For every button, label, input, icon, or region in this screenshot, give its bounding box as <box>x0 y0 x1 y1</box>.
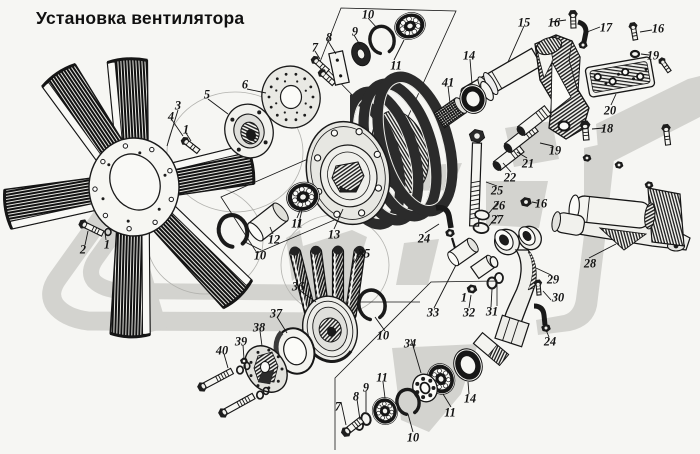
svg-text:19: 19 <box>647 49 659 63</box>
svg-text:36: 36 <box>291 280 305 294</box>
svg-text:8: 8 <box>353 390 359 404</box>
svg-text:38: 38 <box>252 321 265 335</box>
svg-text:6: 6 <box>242 78 249 92</box>
svg-text:14: 14 <box>463 49 475 63</box>
svg-text:14: 14 <box>464 392 476 406</box>
svg-text:7: 7 <box>335 400 342 414</box>
svg-text:5: 5 <box>204 88 210 102</box>
svg-text:16: 16 <box>652 22 665 36</box>
svg-text:1: 1 <box>104 238 110 252</box>
svg-text:1: 1 <box>461 291 467 305</box>
svg-text:30: 30 <box>551 291 564 305</box>
svg-text:11: 11 <box>444 406 456 420</box>
svg-text:22: 22 <box>503 171 516 185</box>
svg-text:7: 7 <box>312 41 319 55</box>
svg-text:27: 27 <box>490 213 504 227</box>
svg-text:40: 40 <box>215 344 228 358</box>
svg-text:15: 15 <box>518 16 530 30</box>
svg-text:10: 10 <box>254 249 266 263</box>
svg-text:29: 29 <box>546 273 559 287</box>
svg-text:11: 11 <box>390 59 402 73</box>
svg-text:4: 4 <box>167 110 174 124</box>
svg-text:21: 21 <box>521 157 534 171</box>
svg-text:24: 24 <box>543 335 556 349</box>
svg-text:33: 33 <box>426 306 439 320</box>
svg-text:11: 11 <box>376 371 388 385</box>
svg-text:31: 31 <box>485 305 498 319</box>
svg-text:39: 39 <box>234 335 247 349</box>
svg-text:16: 16 <box>548 16 561 30</box>
svg-text:37: 37 <box>269 307 283 321</box>
svg-text:28: 28 <box>583 257 596 271</box>
svg-text:24: 24 <box>417 232 430 246</box>
svg-text:10: 10 <box>362 8 374 22</box>
svg-text:32: 32 <box>462 306 475 320</box>
svg-text:8: 8 <box>326 31 332 45</box>
svg-text:9: 9 <box>363 381 369 395</box>
svg-text:35: 35 <box>357 247 370 261</box>
svg-text:11: 11 <box>291 217 303 231</box>
svg-text:20: 20 <box>603 104 616 118</box>
svg-text:10: 10 <box>407 431 419 445</box>
svg-text:26: 26 <box>492 199 506 213</box>
svg-text:17: 17 <box>600 21 613 35</box>
svg-text:34: 34 <box>403 337 416 351</box>
svg-text:3: 3 <box>174 99 181 113</box>
svg-text:19: 19 <box>549 144 561 158</box>
svg-text:41: 41 <box>441 76 454 90</box>
svg-text:2: 2 <box>79 243 86 257</box>
svg-text:16: 16 <box>535 197 548 211</box>
svg-text:25: 25 <box>490 184 503 198</box>
svg-text:10: 10 <box>377 329 389 343</box>
svg-text:1: 1 <box>183 123 189 137</box>
svg-text:9: 9 <box>352 25 358 39</box>
svg-text:13: 13 <box>328 228 340 242</box>
svg-text:12: 12 <box>268 233 280 247</box>
svg-text:18: 18 <box>601 122 613 136</box>
